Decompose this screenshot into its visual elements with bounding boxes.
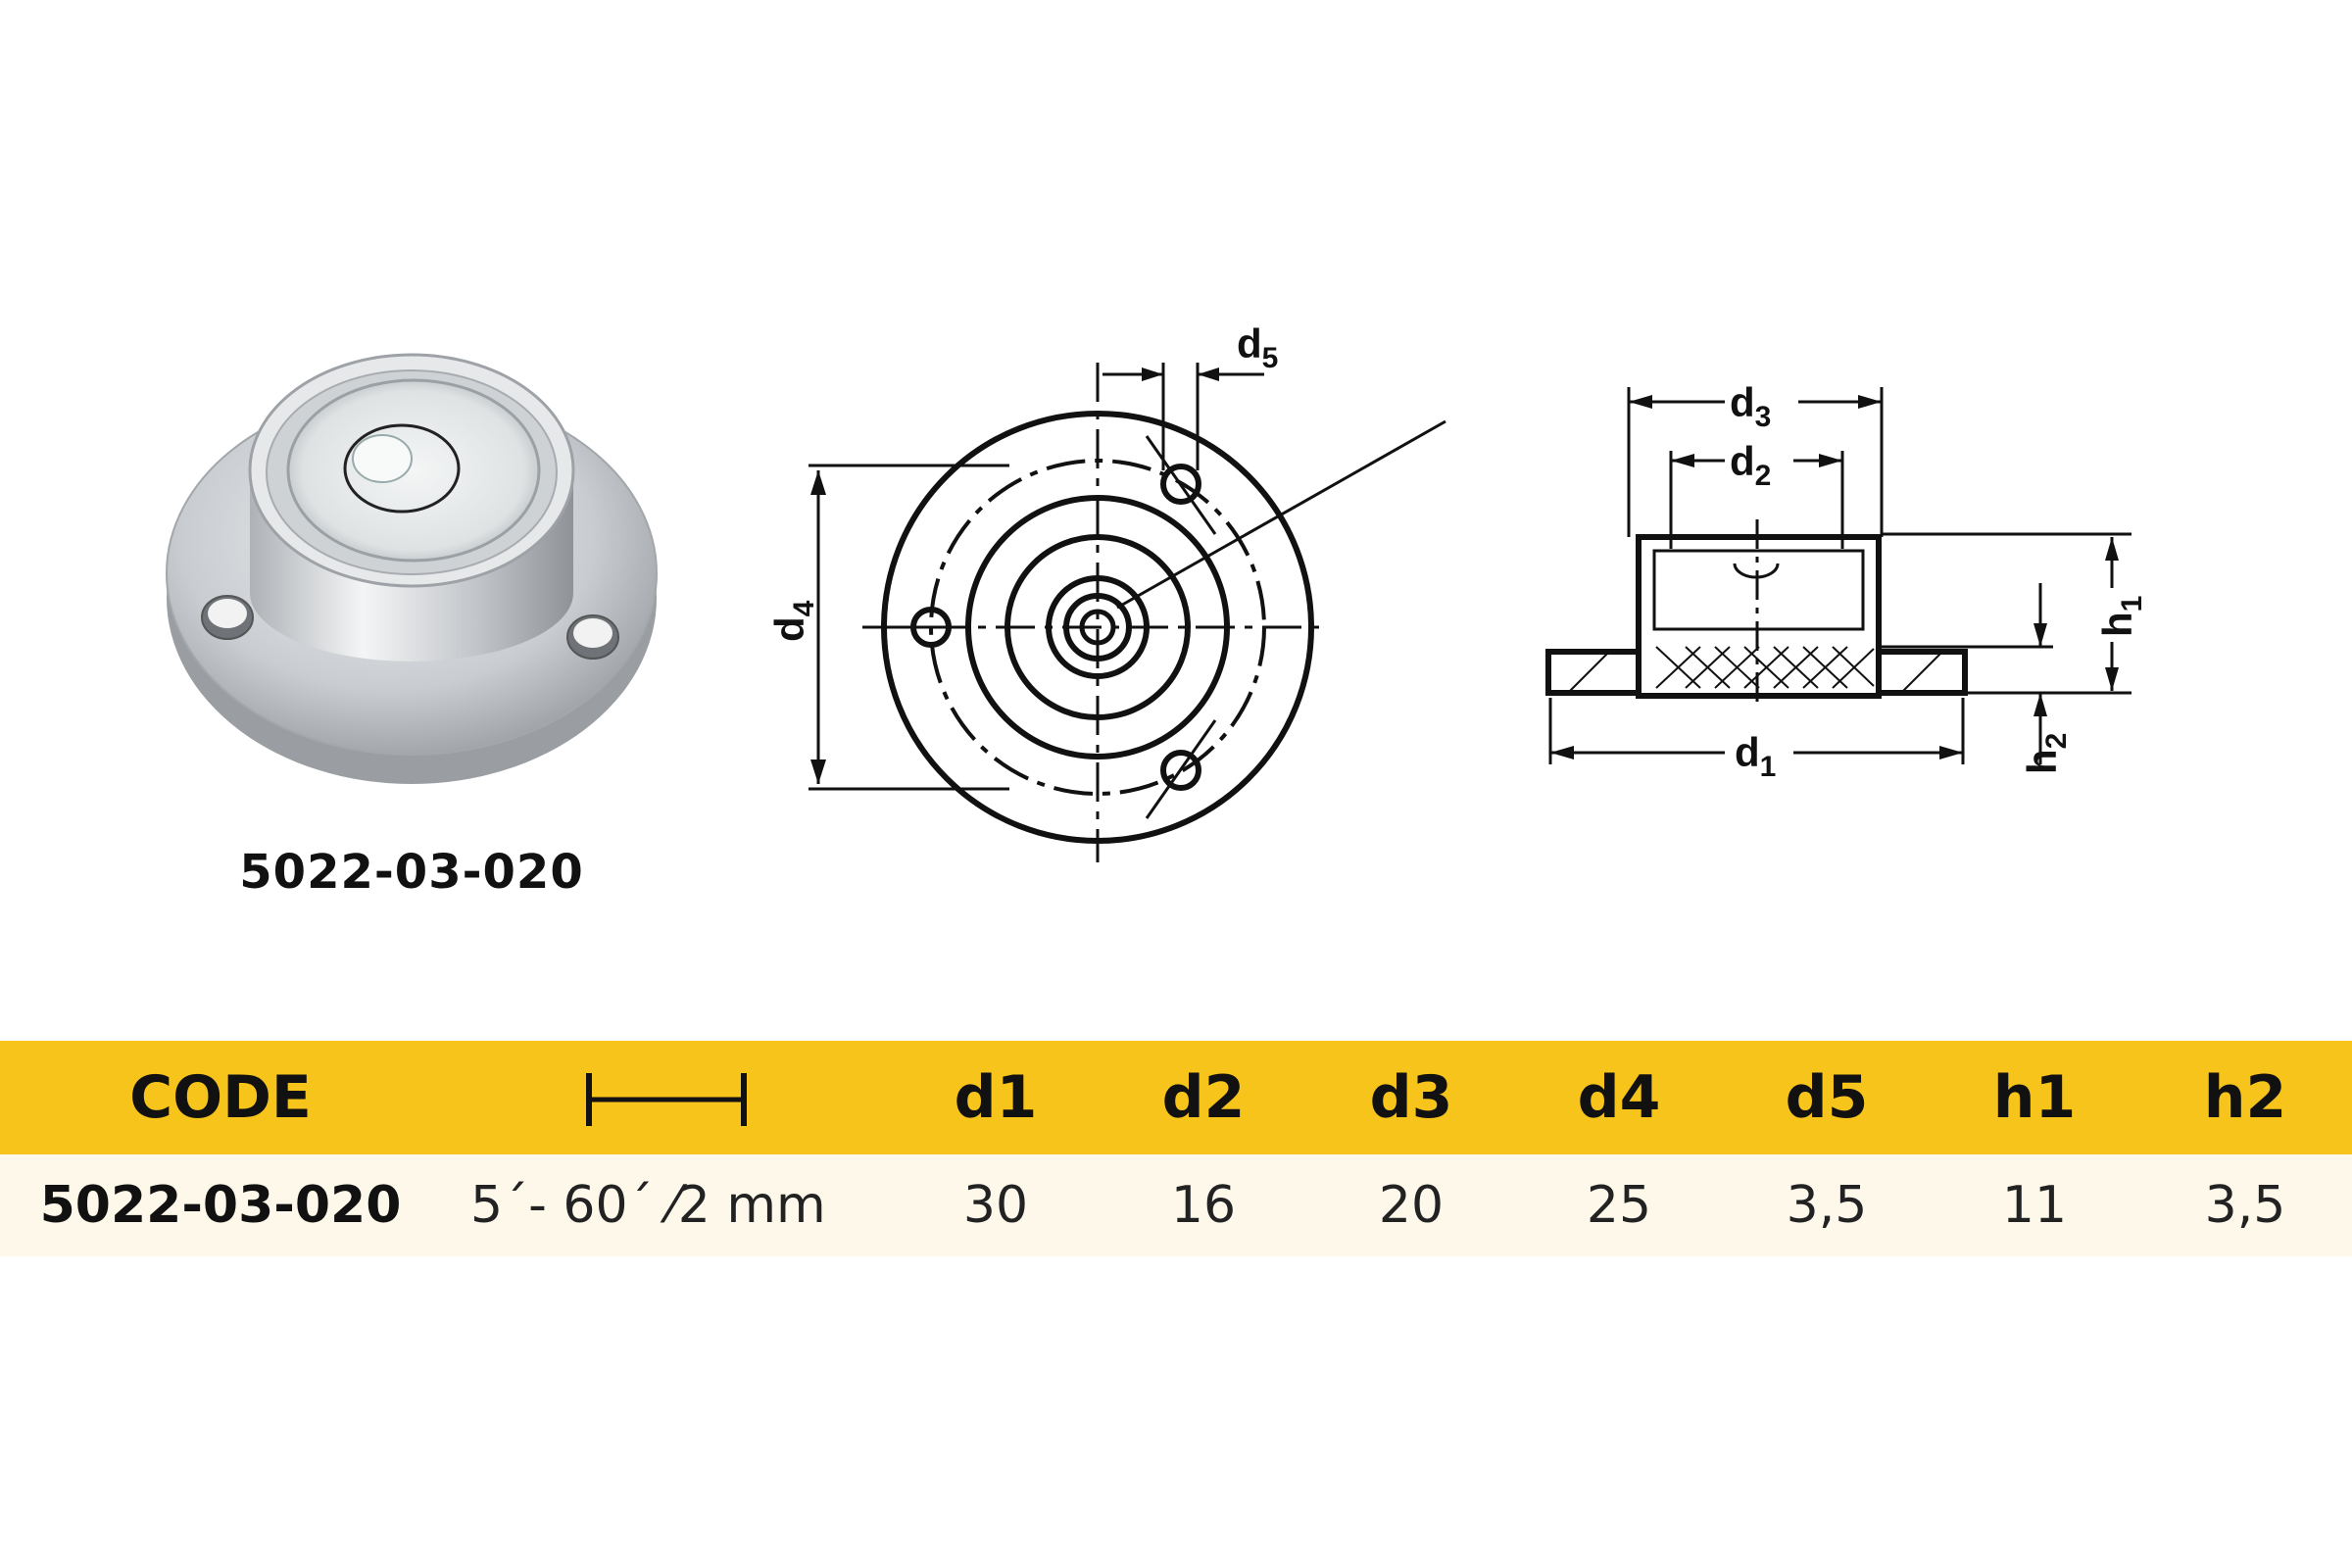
range-icon <box>583 1065 750 1134</box>
hole-top-right <box>1160 464 1201 505</box>
cell-d5: 3,5 <box>1723 1154 1931 1256</box>
header-d1: d1 <box>892 1041 1100 1154</box>
label-d4: d4 <box>766 600 820 642</box>
cell-h1: 11 <box>1931 1154 2138 1256</box>
cell-d2: 16 <box>1100 1154 1307 1256</box>
header-h2: h2 <box>2138 1041 2352 1154</box>
cell-d1: 30 <box>892 1154 1100 1256</box>
table-row: 5022-03-020 5´- 60´ ⁄2 mm 30 16 20 25 3,… <box>0 1154 2352 1256</box>
label-d3: d3 <box>1730 379 1771 433</box>
label-d2: d2 <box>1730 438 1771 492</box>
header-d2: d2 <box>1100 1041 1307 1154</box>
cell-h2: 3,5 <box>2138 1154 2352 1256</box>
label-d5: d5 <box>1237 320 1278 374</box>
cell-d3: 20 <box>1307 1154 1515 1256</box>
cell-accuracy: 5´- 60´ ⁄2 mm <box>441 1154 892 1256</box>
section-view <box>1545 387 2132 764</box>
bubble-ring <box>343 423 461 514</box>
label-d1: d1 <box>1735 729 1776 783</box>
table-header-row: CODE d1 d2 d3 d4 d5 h1 h2 <box>0 1041 2352 1154</box>
label-h2: h2 <box>2019 733 2073 774</box>
header-h1: h1 <box>1931 1041 2138 1154</box>
glass-vial <box>286 378 541 563</box>
header-code: CODE <box>0 1041 441 1154</box>
cell-code: 5022-03-020 <box>0 1154 441 1256</box>
header-d3: d3 <box>1307 1041 1515 1154</box>
cell-d4: 25 <box>1515 1154 1723 1256</box>
header-d5: d5 <box>1723 1041 1931 1154</box>
product-caption: 5022-03-020 <box>239 845 584 900</box>
spec-table: CODE d1 d2 d3 d4 d5 h1 h2 5022-03-020 <box>0 1041 2352 1256</box>
product-photo <box>166 353 658 784</box>
top-view <box>808 363 1446 862</box>
technical-drawing: d4 d5 <box>766 320 2148 862</box>
header-d4: d4 <box>1515 1041 1723 1154</box>
hole-bottom-right <box>1160 750 1201 791</box>
label-h1: h1 <box>2094 596 2148 637</box>
header-range <box>441 1041 892 1154</box>
